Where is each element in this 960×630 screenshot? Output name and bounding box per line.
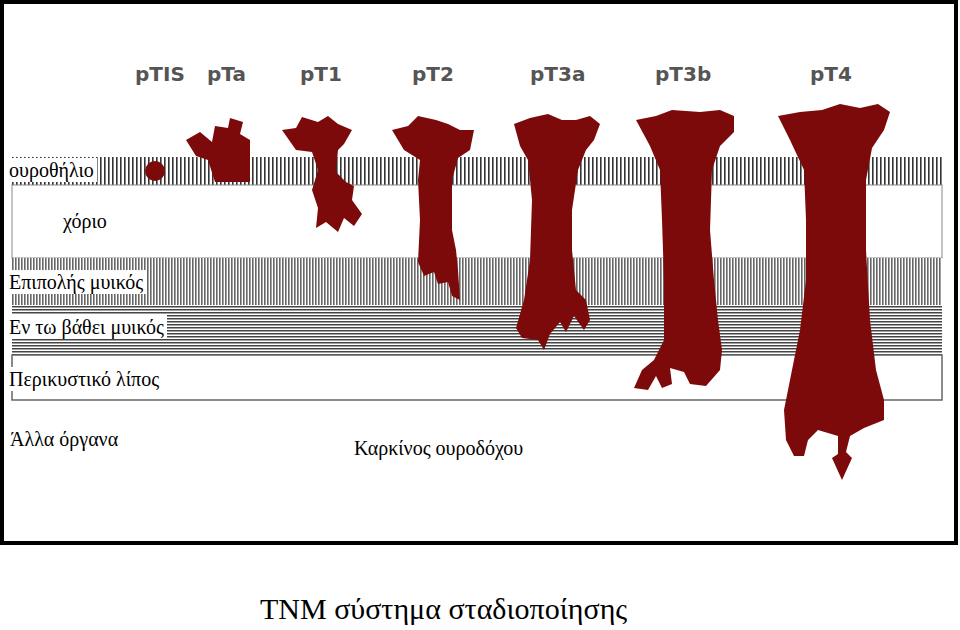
urothelium-band: ουροθήλιο: [12, 157, 942, 185]
stage-label: pT4: [810, 62, 852, 86]
tumor-shapes: [145, 104, 890, 480]
stage-label: pTa: [207, 62, 246, 86]
frame: [2, 2, 956, 543]
stage-label: pT3b: [655, 62, 711, 86]
fat-band: Περικυστικό λίπος: [12, 355, 942, 400]
superficial-muscle-layer: [12, 258, 942, 305]
stage-label: pTIS: [135, 62, 185, 86]
tumor-label: Καρκίνος ουροδόχου: [352, 437, 525, 460]
layer-label: Περικυστικό λίπος: [6, 367, 162, 391]
stage-label: pT3a: [530, 62, 585, 86]
layer-label: Επιπολής μυικός: [6, 270, 146, 294]
figure-caption: TNM σύστημα σταδιοποίησης: [260, 592, 627, 626]
lamina-band: χόριο: [12, 185, 942, 258]
stage-label: pT2: [412, 62, 454, 86]
lamina-layer: [12, 185, 942, 258]
layer-label: ουροθήλιο: [6, 158, 97, 182]
layer-label: Εν τω βάθει μυικός: [6, 315, 167, 339]
stage-label: pT1: [300, 62, 342, 86]
layer-label: χόριο: [60, 209, 110, 233]
superficial-muscle-band: Επιπολής μυικός: [12, 258, 942, 305]
deep-muscle-band: Εν τω βάθει μυικός: [12, 305, 942, 355]
organ-label: Άλλα όργανα: [8, 428, 120, 451]
